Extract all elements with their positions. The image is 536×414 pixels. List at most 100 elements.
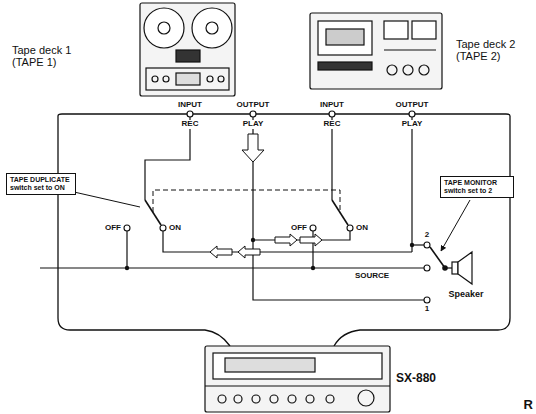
signal-flow-arrow — [242, 134, 264, 162]
reel-tape-deck — [144, 8, 184, 48]
switch-position-label: 1 — [425, 305, 429, 314]
switch-contact — [347, 225, 353, 231]
receiver-illustration — [234, 395, 242, 403]
junction-dot — [251, 238, 255, 242]
jack-function-label: PLAY — [401, 120, 424, 129]
reel-tape-deck — [140, 3, 235, 96]
cassette-tape-deck — [384, 21, 408, 39]
receiver-illustration — [213, 353, 382, 379]
receiver-illustration — [270, 395, 278, 403]
cassette-tape-deck — [387, 65, 397, 75]
switch-position-label: SOURCE — [354, 272, 390, 281]
terminal-jack — [250, 111, 256, 117]
switch-contact — [124, 225, 130, 231]
cassette-tape-deck — [318, 21, 372, 55]
device-label: Tape deck 1 (TAPE 1) — [12, 44, 86, 68]
receiver-housing-outline — [334, 116, 510, 346]
reel-tape-deck — [206, 22, 218, 34]
junction-dot — [125, 266, 129, 270]
signal-flow-arrow — [210, 134, 322, 258]
signal-wire — [145, 117, 190, 200]
callout-text: TAPE MONITOR switch set to 2 — [444, 179, 510, 195]
receiver-illustration — [205, 385, 390, 386]
terminal-jack — [409, 111, 415, 117]
jack-function-label: REC — [181, 120, 200, 129]
cassette-tape-deck — [326, 29, 364, 45]
signal-wire — [40, 267, 424, 268]
switch-contact — [124, 225, 430, 303]
device-label: Tape deck 2 (TAPE 2) — [456, 38, 530, 62]
reel-tape-deck — [176, 50, 200, 62]
switch-contact — [424, 265, 430, 271]
terminal-jack — [187, 111, 193, 117]
speaker-label: Speaker — [448, 290, 483, 300]
switch-position-label: OFF — [105, 224, 121, 233]
signal-flow-arrow — [300, 234, 322, 246]
leader-line — [74, 192, 140, 207]
signal-flow-arrow — [275, 234, 297, 246]
receiver-illustration — [225, 358, 315, 372]
signal-wire — [411, 117, 412, 252]
junction-dot — [125, 238, 414, 270]
signal-wire — [126, 231, 127, 268]
switch-position-label: 2 — [425, 231, 429, 240]
switch-blade — [332, 200, 348, 225]
signal-wire — [331, 117, 332, 200]
cassette-tape-deck — [412, 21, 436, 39]
reel-tape-deck — [152, 76, 158, 82]
receiver-housing-outline — [58, 116, 230, 346]
speaker-symbol — [452, 252, 472, 284]
reel-tape-deck — [163, 76, 169, 82]
switch-position-label: OFF — [291, 224, 307, 233]
junction-dot — [311, 266, 315, 270]
jack-label: INPUT — [320, 101, 344, 110]
receiver-illustration — [252, 395, 260, 403]
reel-tape-deck — [158, 22, 170, 34]
receiver-illustration — [326, 395, 334, 403]
receiver-illustration — [218, 395, 226, 403]
callout-text: TAPE DUPLICATE switch set to ON — [10, 176, 72, 192]
switch-contact — [160, 225, 166, 231]
speaker-symbol — [452, 262, 458, 274]
reel-tape-deck — [218, 76, 224, 82]
reel-tape-deck — [207, 76, 213, 82]
cassette-tape-deck — [419, 65, 429, 75]
switch-position-label: ON — [356, 224, 368, 233]
switch-contact — [424, 297, 430, 303]
model-name: SX-880 — [396, 372, 436, 385]
signal-flow-arrow — [238, 246, 260, 258]
junction-dot — [410, 243, 414, 247]
reel-tape-deck — [140, 3, 235, 96]
cassette-tape-deck — [318, 62, 372, 70]
terminal-jack — [329, 111, 335, 117]
signal-wire — [253, 117, 424, 300]
cassette-tape-deck — [310, 13, 442, 89]
receiver-illustration — [205, 346, 390, 412]
speaker-symbol — [458, 252, 472, 284]
page-mark: R — [524, 398, 533, 412]
receiver-illustration — [288, 395, 296, 403]
reel-tape-deck — [192, 8, 232, 48]
gang-link-dashed — [153, 190, 340, 212]
switch-position-label: ON — [169, 224, 181, 233]
gang-link-dashed — [153, 190, 340, 212]
leader-line — [441, 200, 470, 251]
jack-function-label: PLAY — [242, 120, 265, 129]
jack-function-label: REC — [323, 120, 342, 129]
callout-box: TAPE DUPLICATE switch set to ON — [6, 173, 76, 195]
leader-line — [74, 192, 470, 251]
jack-label: INPUT — [178, 101, 202, 110]
signal-flow-arrow — [210, 246, 232, 258]
switch-blade — [145, 200, 447, 270]
reel-tape-deck — [146, 68, 229, 90]
receiver-illustration — [205, 346, 390, 412]
signal-wire — [163, 231, 412, 252]
reel-tape-deck — [176, 73, 200, 85]
switch-contact — [310, 225, 316, 231]
switch-contact — [424, 242, 430, 248]
signal-wire — [40, 117, 452, 300]
jack-label: OUTPUT — [237, 101, 270, 110]
callout-box: TAPE MONITOR switch set to 2 — [440, 176, 514, 198]
